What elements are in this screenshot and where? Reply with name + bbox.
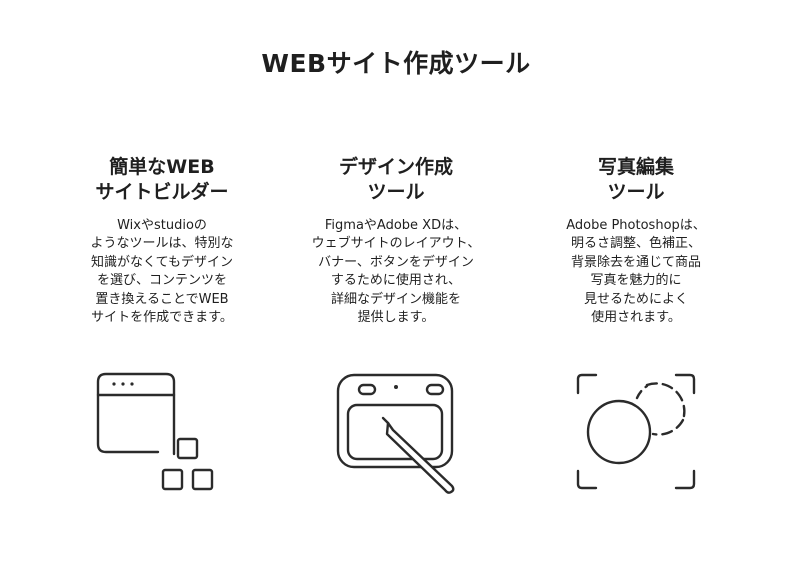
browser-window-icon (92, 368, 222, 498)
feature-column-photo-editing: 写真編集 ツール Adobe Photoshopは、 明るさ調整、色補正、 背景… (526, 155, 746, 327)
column-title-line: サイトビルダー (95, 181, 229, 203)
description-line: Adobe Photoshopは、 (566, 218, 706, 233)
description-line: 見せるためによく (583, 291, 688, 307)
description-line: FigmaやAdobe XDは、 (324, 218, 468, 233)
photo-crop-icon (571, 368, 701, 498)
description-line: サイトを作成できます。 (91, 310, 233, 326)
description-line: 明るさ調整、色補正、 (570, 236, 701, 252)
column-title-line: ツール (607, 181, 665, 203)
column-title-line: ツール (367, 181, 425, 203)
description-line: 知識がなくてもデザイン (91, 254, 233, 270)
description-line: Wixやstudioの (117, 218, 207, 233)
column-title-line: 写真編集 (597, 156, 674, 178)
description-line: 詳細なデザイン機能を (330, 291, 461, 307)
column-title: 写真編集 ツール (526, 155, 746, 205)
feature-column-site-builder: 簡単なWEB サイトビルダー Wixやstudioの ようなツールは、特別な 知… (52, 155, 272, 327)
column-description: Adobe Photoshopは、 明るさ調整、色補正、 背景除去を通じて商品 … (526, 217, 746, 327)
column-description: FigmaやAdobe XDは、 ウェブサイトのレイアウト、 バナー、ボタンをデ… (286, 217, 506, 327)
description-line: バナー、ボタンをデザイン (318, 254, 474, 270)
column-title: 簡単なWEB サイトビルダー (52, 155, 272, 205)
description-line: 写真を魅力的に (590, 273, 682, 289)
column-description: Wixやstudioの ようなツールは、特別な 知識がなくてもデザイン を選び、… (52, 217, 272, 327)
description-line: ウェブサイトのレイアウト、 (311, 236, 481, 252)
description-line: ようなツールは、特別な (90, 236, 234, 252)
description-line: を選び、コンテンツを (96, 273, 227, 289)
feature-column-design-tool: デザイン作成 ツール FigmaやAdobe XDは、 ウェブサイトのレイアウト… (286, 155, 506, 327)
description-line: 背景除去を通じて商品 (570, 254, 701, 270)
description-line: 使用されます。 (591, 310, 681, 326)
description-line: するために使用され、 (330, 273, 462, 289)
description-line: 置き換えることでWEB (95, 291, 229, 307)
column-title-line: 簡単なWEB (109, 156, 215, 178)
description-line: 提供します。 (357, 310, 435, 326)
column-title: デザイン作成 ツール (286, 155, 506, 205)
page-title: WEBサイト作成ツール (261, 49, 531, 78)
pen-tablet-icon (331, 368, 461, 498)
column-title-line: デザイン作成 (338, 156, 453, 178)
